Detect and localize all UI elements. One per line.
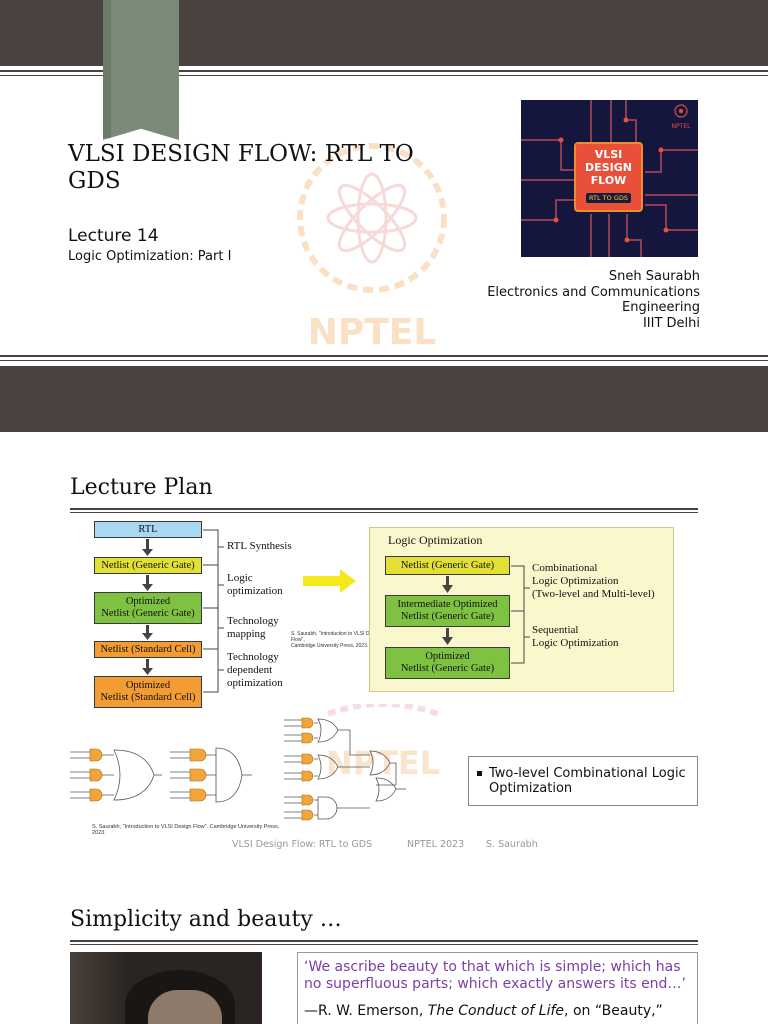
panel-title: Logic Optimization [388,533,483,547]
lecture-subtitle: Logic Optimization: Part I [68,249,232,264]
label-techdep-l2: dependent [227,664,273,676]
bullet-square-icon [477,771,482,776]
panel-intermediate-box: Intermediate Optimized Netlist (Generic … [385,595,510,627]
badge-text: NPTEL [671,123,691,130]
label-logic-l1: Logic [227,572,253,584]
flow-netlist-std-box: Netlist (Standard Cell) [94,641,202,658]
panel-seq-l2: Logic Optimization [532,637,619,649]
logic-optimization-panel: Logic Optimization Netlist (Generic Gate… [369,527,674,692]
panel-optimized-box: Optimized Netlist (Generic Gate) [385,647,510,679]
label-technology-mapping: Technology mapping [227,615,279,641]
flow-connectors [142,529,356,693]
label-rtl-synthesis: RTL Synthesis [227,540,292,552]
logo-line-3: FLOW [590,174,627,187]
panel-comb-l1: Combinational [532,562,598,574]
attribution-prefix: —R. W. Emerson, [304,1003,428,1019]
lecture-plan-slide: Lecture Plan RTL Netlist (Generic Gate) … [0,432,768,864]
department-line-2: Engineering [622,300,700,316]
watermark-petal [356,172,388,264]
top-rule-1 [0,70,768,72]
label-techmap-l2: mapping [227,628,266,640]
nptel-watermark: NPTEL [297,143,447,352]
lecture-number: Lecture 14 [68,226,159,246]
watermark-petal [337,183,407,253]
flow-optimized-l1: Optimized [125,596,171,607]
footer-author: S. Saurabh [486,839,538,850]
ribbon-shade [103,0,111,138]
logo-sub: RTL TO GDS [585,193,632,203]
simplicity-slide: Simplicity and beauty … ‘We ascribe beau… [0,864,768,1024]
panel-intermediate-l2: Netlist (Generic Gate) [400,611,495,622]
slide-title: Lecture Plan [70,475,213,500]
panel-seq-l1: Sequential [532,624,579,636]
watermark-text: NPTEL [308,312,437,352]
bullet-box: Two-level Combinational Logic Optimizati… [468,756,698,806]
two-level-circuit-left [70,747,252,803]
label-tech-dependent: Technology dependent optimization [227,651,283,690]
watermark-ring [297,143,447,293]
label-techmap-l1: Technology [227,615,279,627]
logo-line-1: VLSI [594,148,623,161]
quote-attribution: —R. W. Emerson, The Conduct of Life, on … [304,1003,691,1020]
author-name: Sneh Saurabh [608,269,700,284]
bottom-band [0,366,768,432]
top-rule-2 [0,75,768,76]
emerson-portrait [70,952,262,1024]
logo-line-2: DESIGN [585,161,632,174]
panel-combinational-label: Combinational Logic Optimization (Two-le… [532,562,655,601]
panel-comb-l3: (Two-level and Multi-level) [532,588,655,600]
panel-optimized-l1: Optimized [425,651,470,662]
logo-chip: VLSI DESIGN FLOW RTL TO GDS [574,142,643,212]
citation-bottom: S. Saurabh, "Introduction to VLSI Design… [92,824,280,836]
flow-optimized-box: Optimized Netlist (Generic Gate) [94,592,202,624]
flow-optimized-l2: Netlist (Generic Gate) [101,608,195,619]
bullet-text: Two-level Combinational Logic Optimizati… [489,766,686,796]
watermark-text-2: NPTEL [326,744,440,782]
flow-optimized-std-box: Optimized Netlist (Standard Cell) [94,676,202,708]
title-rule [70,508,698,513]
footer-course: VLSI Design Flow: RTL to GDS [232,839,373,850]
quote-box: ‘We ascribe beauty to that which is simp… [297,952,698,1024]
course-logo: VLSI DESIGN FLOW RTL TO GDS NPTEL [521,100,698,257]
label-logic-optimization: Logic optimization [227,572,283,598]
author-block: Sneh Saurabh Electronics and Communicati… [440,269,700,331]
arrow-right-icon [303,569,356,593]
multi-level-circuit [284,717,406,821]
slide-title-3: Simplicity and beauty … [70,907,342,932]
flow-optimized-std-l2: Netlist (Standard Cell) [100,692,196,703]
panel-optimized-l2: Netlist (Generic Gate) [400,663,495,674]
flow-rtl-box: RTL [94,521,202,538]
flow-optimized-std-l1: Optimized [125,680,171,691]
panel-netlist-generic-box: Netlist (Generic Gate) [385,556,510,575]
bottom-rule-1 [0,355,768,357]
bottom-rule-2 [0,360,768,361]
institute-name: IIIT Delhi [642,315,700,331]
nptel-watermark-2: NPTEL [326,704,440,782]
panel-connectors [442,565,530,664]
department-line-1: Electronics and Communications [487,284,700,300]
citation-small-l2: Cambridge University Press, 2023. [291,643,369,649]
citation-small-l1: S. Saurabh, "Introduction to VLSI Design… [291,631,382,643]
watermark-petal [337,183,407,253]
title-slide: NPTEL VLSI DESIGN FLOW: RTL TO GDS Lectu… [0,0,768,432]
attribution-work: The Conduct of Life [427,1003,565,1019]
footer-event: NPTEL 2023 [407,839,465,850]
title-rule-3 [70,940,698,945]
attribution-suffix: , on “Beauty,” [564,1003,663,1019]
panel-sequential-label: Sequential Logic Optimization [532,624,618,650]
bookmark-ribbon [103,0,179,140]
watermark-petal [326,202,418,234]
nptel-badge-icon: NPTEL [670,104,692,130]
label-logic-l2: optimization [227,585,283,597]
panel-comb-l2: Logic Optimization [532,575,619,587]
flow-netlist-generic-box: Netlist (Generic Gate) [94,557,202,574]
circuit-traces [521,100,698,257]
quote-text: ‘We ascribe beauty to that which is simp… [304,959,686,992]
presentation-title: VLSI DESIGN FLOW: RTL TO GDS [68,141,414,194]
panel-intermediate-l1: Intermediate Optimized [397,599,498,610]
label-techdep-l3: optimization [227,677,283,689]
label-techdep-l1: Technology [227,651,279,663]
citation-small: S. Saurabh, "Introduction to VLSI Design… [291,631,391,649]
